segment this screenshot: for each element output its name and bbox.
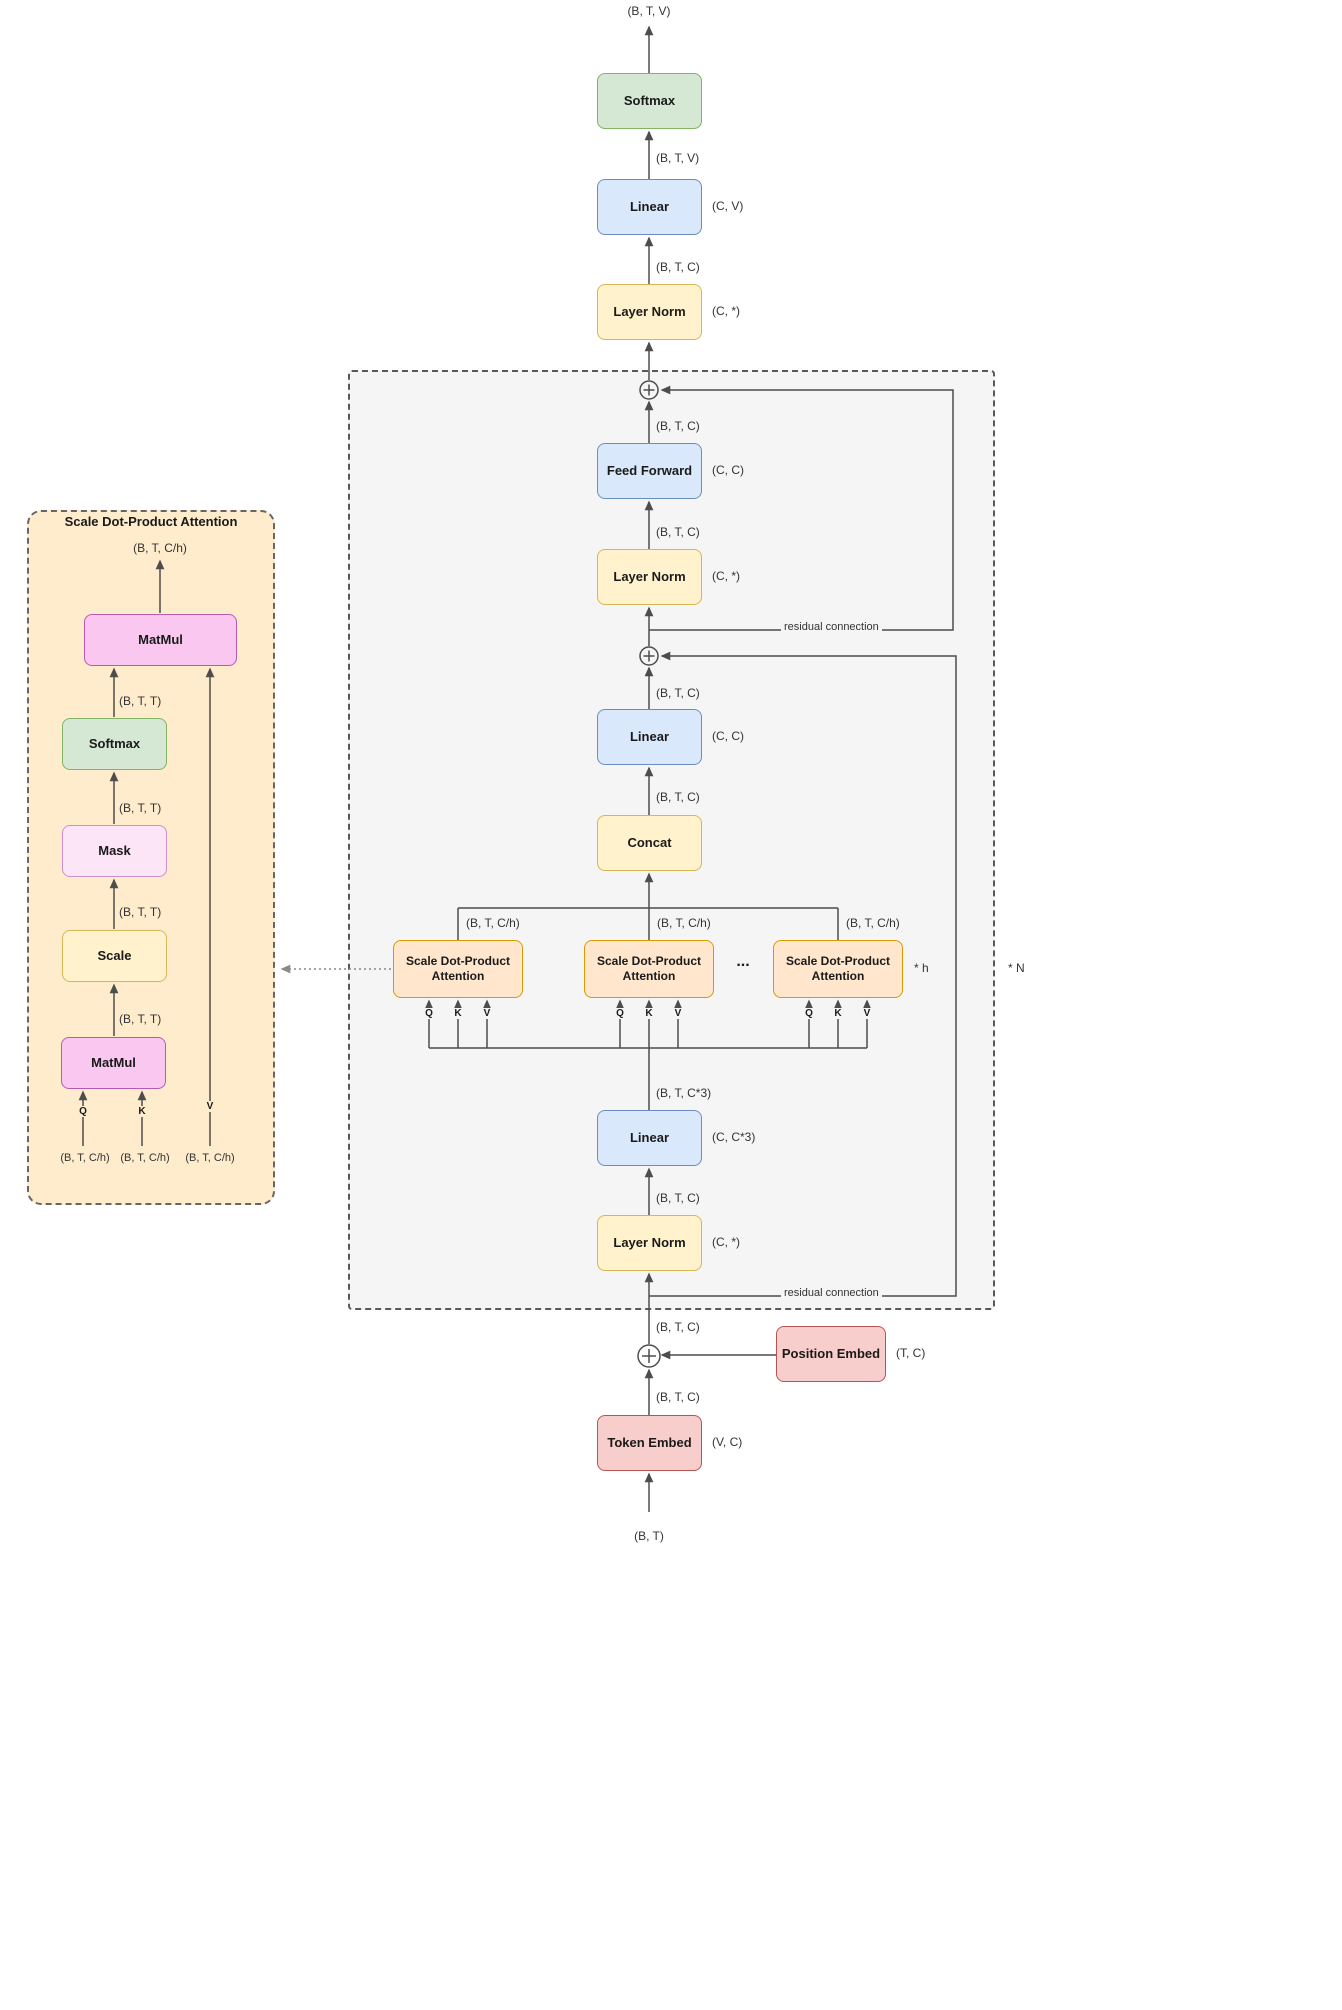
concat-node: Concat xyxy=(597,815,702,871)
node-label: Scale Dot-Product Attention xyxy=(405,954,510,983)
shape-block-in: (B, T, C) xyxy=(656,1320,700,1334)
node-label: Concat xyxy=(627,834,672,850)
param-linear-qkv: (C, C*3) xyxy=(712,1130,756,1144)
shape-output-top: (B, T, V) xyxy=(627,4,671,18)
node-label: Scale Dot-Product Attention xyxy=(785,954,890,983)
q-label: Q xyxy=(803,1008,815,1019)
shape-head-2-out: (B, T, C/h) xyxy=(657,916,711,930)
node-label: Scale Dot-Product Attention xyxy=(596,954,701,983)
shape-k-in: (B, T, C/h) xyxy=(120,1152,170,1164)
attention-head-1-node: Scale Dot-Product Attention xyxy=(393,940,523,998)
linear-proj-node: Linear xyxy=(597,709,702,765)
node-label: Layer Norm xyxy=(613,1234,686,1250)
linear-qkv-node: Linear xyxy=(597,1110,702,1166)
param-linear-proj: (C, C) xyxy=(712,729,744,743)
sdpa-panel-title: Scale Dot-Product Attention xyxy=(64,514,238,529)
times-n-label: * N xyxy=(1008,961,1025,975)
shape-qkv-out: (B, T, C*3) xyxy=(656,1086,712,1100)
node-label: MatMul xyxy=(91,1054,136,1070)
shape-btt-2: (B, T, T) xyxy=(119,801,162,815)
node-label: Linear xyxy=(629,1129,669,1145)
softmax-output-node: Softmax xyxy=(597,73,702,129)
shape-token-embed-out: (B, T, C) xyxy=(656,1390,700,1404)
node-label: Layer Norm xyxy=(613,568,686,584)
param-token-embed: (V, C) xyxy=(712,1435,743,1449)
shape-head-3-out: (B, T, C/h) xyxy=(846,916,900,930)
residual-label-attn: residual connection xyxy=(781,1287,882,1299)
softmax-attn-node: Softmax xyxy=(62,718,167,770)
scale-node: Scale xyxy=(62,930,167,982)
v-label: V xyxy=(204,1101,216,1112)
layernorm-2-node: Layer Norm xyxy=(597,549,702,605)
node-label: Position Embed xyxy=(781,1345,881,1361)
param-layernorm-2: (C, *) xyxy=(712,569,740,583)
param-layernorm-1: (C, *) xyxy=(712,1235,740,1249)
shape-v-in: (B, T, C/h) xyxy=(185,1152,235,1164)
node-label: Token Embed xyxy=(607,1434,692,1450)
k-label: K xyxy=(643,1008,655,1019)
q-label: Q xyxy=(77,1106,89,1117)
q-label: Q xyxy=(614,1008,626,1019)
shape-ff-in: (B, T, C) xyxy=(656,525,700,539)
shape-btt-3: (B, T, T) xyxy=(119,905,162,919)
shape-btt-1: (B, T, T) xyxy=(119,694,162,708)
shape-ff-out: (B, T, C) xyxy=(656,419,700,433)
layernorm-final-node: Layer Norm xyxy=(597,284,702,340)
k-label: K xyxy=(832,1008,844,1019)
node-label: Softmax xyxy=(623,92,676,108)
k-label: K xyxy=(452,1008,464,1019)
shape-input-bottom: (B, T) xyxy=(634,1529,664,1543)
token-embed-node: Token Embed xyxy=(597,1415,702,1471)
node-label: Layer Norm xyxy=(613,303,686,319)
q-label: Q xyxy=(423,1008,435,1019)
node-label: Linear xyxy=(629,198,669,214)
feed-forward-node: Feed Forward xyxy=(597,443,702,499)
shape-head-1-out: (B, T, C/h) xyxy=(466,916,520,930)
shape-linear-head-in: (B, T, C) xyxy=(656,260,700,274)
attention-head-3-node: Scale Dot-Product Attention xyxy=(773,940,903,998)
linear-head-node: Linear xyxy=(597,179,702,235)
node-label: Scale xyxy=(97,947,132,963)
param-feed-forward: (C, C) xyxy=(712,463,744,477)
attention-head-2-node: Scale Dot-Product Attention xyxy=(584,940,714,998)
times-h-label: * h xyxy=(914,961,929,975)
v-label: V xyxy=(672,1008,684,1019)
param-linear-head: (C, V) xyxy=(712,199,744,213)
shape-q-in: (B, T, C/h) xyxy=(60,1152,110,1164)
matmul-output-node: MatMul xyxy=(84,614,237,666)
residual-label-ff: residual connection xyxy=(781,621,882,633)
add-circle-embed xyxy=(637,1344,661,1368)
mask-node: Mask xyxy=(62,825,167,877)
layernorm-1-node: Layer Norm xyxy=(597,1215,702,1271)
matmul-qk-node: MatMul xyxy=(61,1037,166,1089)
node-label: Linear xyxy=(629,728,669,744)
param-layernorm-final: (C, *) xyxy=(712,304,740,318)
heads-ellipsis: ... xyxy=(736,953,750,970)
node-label: MatMul xyxy=(138,631,183,647)
position-embed-node: Position Embed xyxy=(776,1326,886,1382)
k-label: K xyxy=(136,1106,148,1117)
node-label: Feed Forward xyxy=(606,462,693,478)
shape-btt-4: (B, T, T) xyxy=(119,1012,162,1026)
v-label: V xyxy=(861,1008,873,1019)
shape-softmax-in: (B, T, V) xyxy=(656,151,700,165)
shape-concat-out: (B, T, C) xyxy=(656,790,700,804)
param-position-embed: (T, C) xyxy=(896,1346,926,1360)
shape-layernorm-1-in: (B, T, C) xyxy=(656,1191,700,1205)
shape-sdpa-out: (B, T, C/h) xyxy=(133,541,187,555)
shape-proj-out: (B, T, C) xyxy=(656,686,700,700)
node-label: Mask xyxy=(98,842,131,858)
v-label: V xyxy=(481,1008,493,1019)
node-label: Softmax xyxy=(88,735,141,751)
